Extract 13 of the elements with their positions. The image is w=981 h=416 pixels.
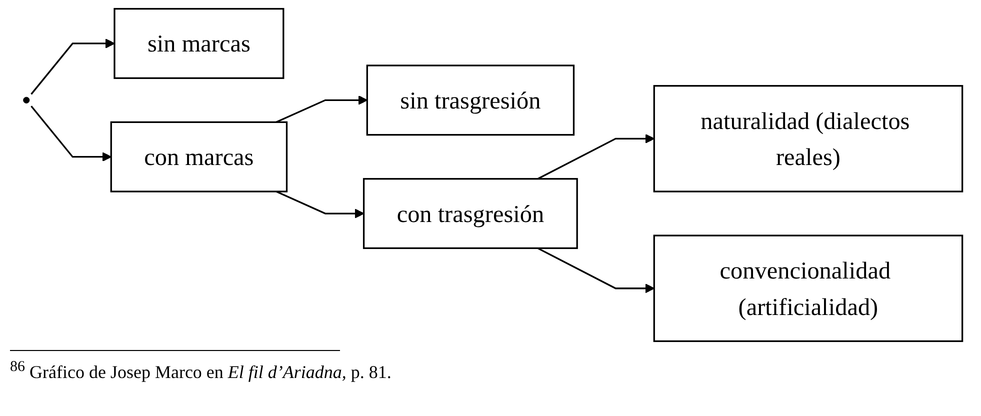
arrow bbox=[30, 106, 112, 162]
node-box: con marcas bbox=[110, 121, 288, 192]
node-box: sin trasgresión bbox=[366, 64, 575, 136]
footnote-text: $^{86}$ Gráfico de Josep Marco en El fil d’Ariadna, p. 81. bbox=[10, 359, 392, 383]
arrow bbox=[30, 38, 115, 95]
arrow bbox=[276, 95, 368, 123]
node-box: con trasgresión bbox=[362, 178, 578, 250]
node-box: naturalidad (dialectos reales) bbox=[653, 85, 964, 192]
node-box: convencionalidad (artificialidad) bbox=[653, 234, 964, 342]
arrow bbox=[276, 190, 364, 218]
node-box: sin marcas bbox=[114, 8, 284, 79]
arrow bbox=[537, 134, 655, 180]
arrow bbox=[537, 247, 655, 294]
